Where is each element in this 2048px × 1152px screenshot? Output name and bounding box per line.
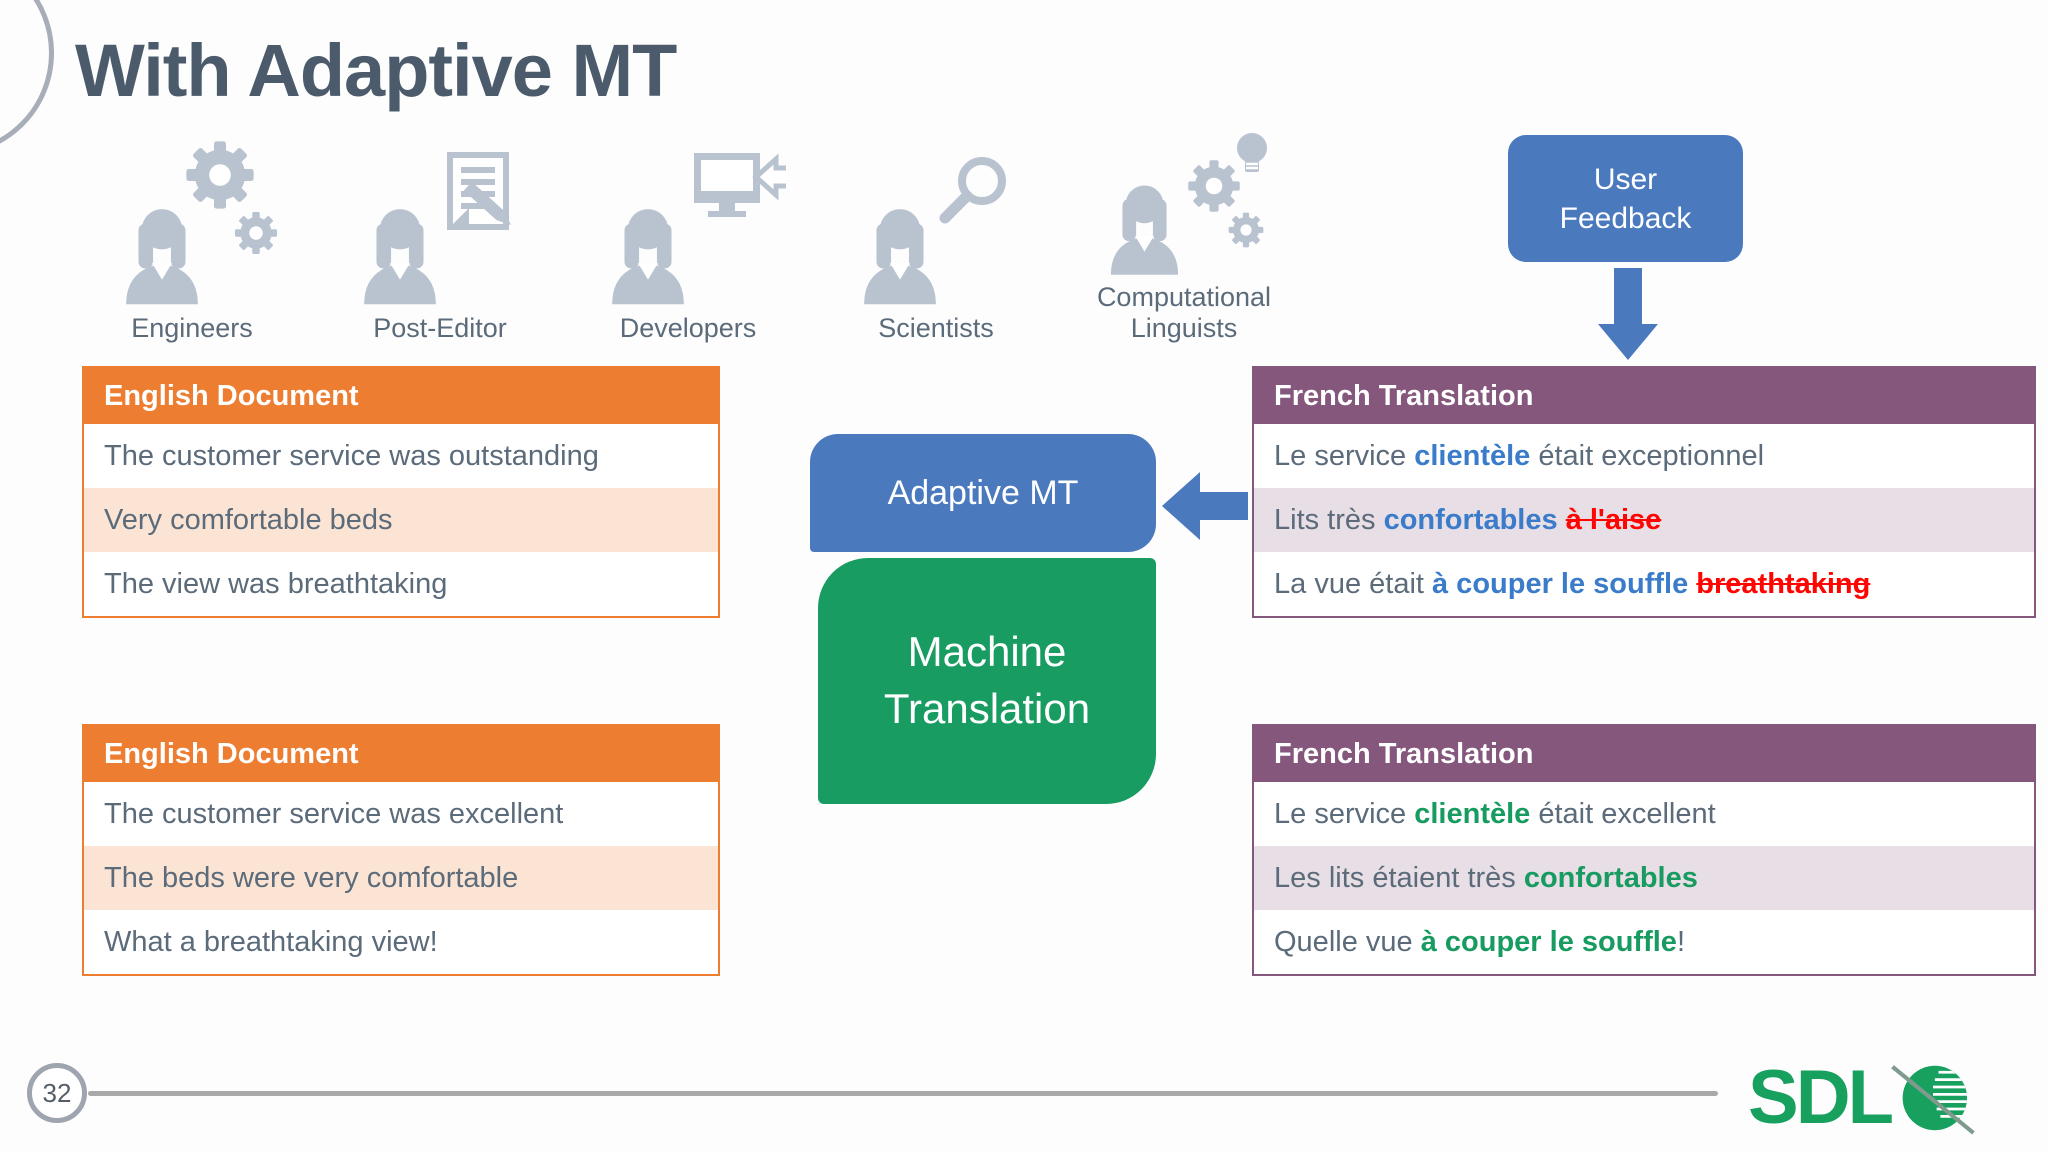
table-header: English Document: [84, 368, 718, 424]
page-number-badge: 32: [27, 1063, 87, 1123]
text-segment: The customer service was excellent: [104, 798, 564, 830]
table-header: French Translation: [1254, 368, 2034, 424]
persona-label: Scientists: [878, 312, 994, 343]
text-segment: Les lits étaient très: [1274, 862, 1524, 894]
table-row: Lits très confortables à l'aise: [1254, 488, 2034, 552]
table-row: La vue était à couper le souffle breatht…: [1254, 552, 2034, 616]
persona-label: Computational Linguists: [1096, 281, 1272, 343]
persona-label: Engineers: [131, 312, 253, 343]
persona-label: Post-Editor: [373, 312, 507, 343]
table-header: French Translation: [1254, 726, 2034, 782]
persona-engineers: Engineers: [68, 104, 316, 344]
text-segment: The view was breathtaking: [104, 568, 448, 600]
text-segment: à l'aise: [1565, 504, 1662, 536]
table-header: English Document: [84, 726, 718, 782]
text-segment: [1558, 504, 1566, 536]
scientists-icon: [864, 133, 1034, 305]
table-row: Quelle vue à couper le souffle!: [1254, 910, 2034, 974]
text-segment: !: [1676, 926, 1685, 958]
text-segment: Quelle vue: [1274, 926, 1421, 958]
text-segment: confortables: [1523, 862, 1698, 894]
text-segment: breathtaking: [1696, 568, 1871, 600]
table-row: The view was breathtaking: [84, 552, 718, 616]
english-document-table-bottom: English Document The customer service wa…: [82, 724, 720, 976]
table-row: Le service clientèle était exceptionnel: [1254, 424, 2034, 488]
persona-scientists: Scientists: [812, 104, 1060, 344]
sdl-logo-text: SDL: [1748, 1055, 1894, 1140]
persona-post-editor: Post-Editor: [316, 104, 564, 344]
table-row: What a breathtaking view!: [84, 910, 718, 974]
text-segment: Lits très: [1274, 504, 1384, 536]
text-segment: The beds were very comfortable: [104, 862, 519, 894]
table-row: The customer service was excellent: [84, 782, 718, 846]
text-segment: Very comfortable beds: [104, 504, 393, 536]
developers-icon: [612, 133, 786, 305]
left-arrow-icon: [1162, 472, 1248, 540]
english-document-table-top: English Document The customer service wa…: [82, 366, 720, 618]
french-translation-table-bottom: French Translation Le service clientèle …: [1252, 724, 2036, 976]
text-segment: La vue était: [1274, 568, 1432, 600]
text-segment: à couper le souffle: [1432, 568, 1689, 600]
corner-arc-decoration: [0, 0, 54, 156]
text-segment: What a breathtaking view!: [104, 926, 438, 958]
text-segment: était excellent: [1530, 798, 1716, 830]
adaptive-mt-box: Adaptive MT: [810, 434, 1156, 552]
table-row: The beds were very comfortable: [84, 846, 718, 910]
personas-row: Engineers Post-Editor Developers Scienti…: [68, 104, 1308, 344]
page-number: 32: [42, 1077, 72, 1108]
computational-linguists-icon: [1110, 131, 1269, 275]
text-segment: clientèle: [1414, 440, 1531, 472]
table-row: Les lits étaient très confortables: [1254, 846, 2034, 910]
text-segment: confortables: [1383, 504, 1558, 536]
persona-label: Developers: [619, 312, 757, 343]
text-segment: clientèle: [1414, 798, 1531, 830]
sdl-globe-icon: [1891, 1065, 1975, 1135]
text-segment: Le service: [1274, 440, 1415, 472]
sdl-logo: SDL: [1748, 1052, 1979, 1144]
persona-computational-linguists: Computational Linguists: [1060, 104, 1308, 344]
text-segment: The customer service was outstanding: [104, 440, 599, 472]
engineers-icon: [126, 141, 277, 305]
footer-divider: [88, 1091, 1718, 1096]
page-title: With Adaptive MT: [75, 29, 677, 112]
table-row: Very comfortable beds: [84, 488, 718, 552]
text-segment: à couper le souffle: [1420, 926, 1677, 958]
persona-developers: Developers: [564, 104, 812, 344]
table-row: The customer service was outstanding: [84, 424, 718, 488]
text-segment: Le service: [1274, 798, 1415, 830]
user-feedback-box: User Feedback: [1508, 135, 1743, 262]
french-translation-table-top: French Translation Le service clientèle …: [1252, 366, 2036, 618]
table-row: Le service clientèle était excellent: [1254, 782, 2034, 846]
post-editor-icon: [364, 133, 538, 305]
text-segment: était exceptionnel: [1530, 440, 1765, 472]
down-arrow-icon: [1598, 268, 1658, 360]
machine-translation-box: Machine Translation: [818, 558, 1156, 804]
